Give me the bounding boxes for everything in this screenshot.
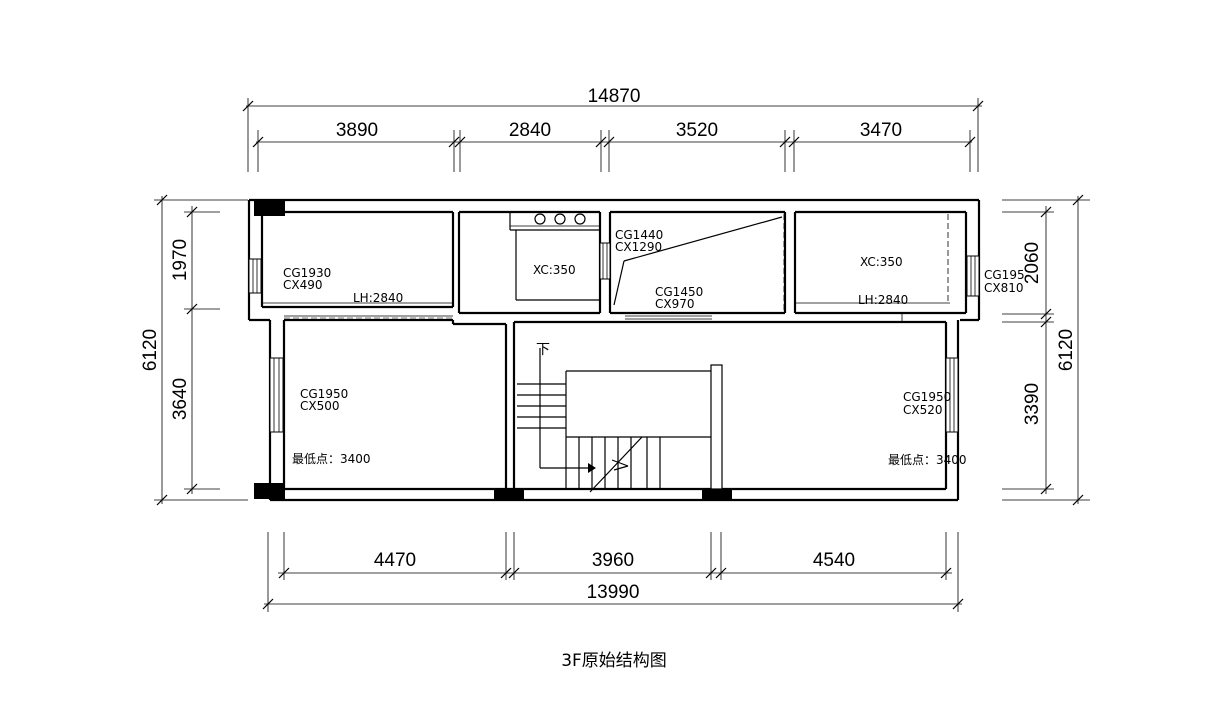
dim-left-seg-2: 3640 bbox=[170, 378, 191, 420]
kitchen-xc: XC:350 bbox=[533, 263, 576, 277]
right-window-cx: CX810 bbox=[984, 281, 1024, 295]
dim-bottom-seg-3: 4540 bbox=[813, 550, 855, 571]
windows bbox=[248, 242, 980, 433]
right-room-lowest: 最低点：3400 bbox=[888, 453, 967, 467]
right-room-cg: CG1950 bbox=[903, 390, 951, 404]
dim-top-total: 14870 bbox=[588, 86, 641, 107]
dim-right-total: 6120 bbox=[1056, 329, 1077, 371]
room-tc-cg2: CG1450 bbox=[655, 285, 703, 299]
dim-right-seg-1: 2060 bbox=[1022, 242, 1043, 284]
dim-right-seg-2: 3390 bbox=[1022, 383, 1043, 425]
room-tr-xc: XC:350 bbox=[860, 255, 903, 269]
room-tl-cg: CG1930 bbox=[283, 266, 331, 280]
dim-top-seg-3: 3520 bbox=[676, 120, 718, 141]
slope-line bbox=[613, 216, 783, 306]
bottom-dimension-lines bbox=[262, 532, 964, 612]
right-window-cg: CG195 bbox=[984, 268, 1025, 282]
dim-top-seg-1: 3890 bbox=[336, 120, 378, 141]
dim-top-seg-2: 2840 bbox=[509, 120, 551, 141]
dim-left-total: 6120 bbox=[140, 329, 161, 371]
room-tc-cx1: CX1290 bbox=[615, 240, 662, 254]
room-tl-lh: LH:2840 bbox=[353, 291, 403, 305]
dim-bottom-total: 13990 bbox=[587, 582, 640, 603]
left-room-cx: CX500 bbox=[300, 399, 340, 413]
dim-bottom-seg-1: 4470 bbox=[374, 550, 416, 571]
drawing-caption: 3F原始结构图 bbox=[561, 651, 667, 671]
walls bbox=[247, 198, 981, 502]
room-tl-cx: CX490 bbox=[283, 278, 323, 292]
dim-left-seg-1: 1970 bbox=[170, 239, 191, 281]
columns bbox=[254, 201, 732, 499]
left-dimension-lines bbox=[154, 194, 248, 506]
left-room-lowest: 最低点：3400 bbox=[292, 452, 371, 466]
stair-down-label: 下 bbox=[536, 342, 550, 358]
right-dimension-lines bbox=[1002, 194, 1090, 506]
beam-lines bbox=[284, 214, 949, 319]
staircase bbox=[517, 348, 723, 493]
kitchen-stove bbox=[509, 212, 600, 301]
top-dimension-lines bbox=[242, 98, 984, 172]
left-room-cg: CG1950 bbox=[300, 387, 348, 401]
right-room-cx: CX520 bbox=[903, 403, 943, 417]
room-tr-lh: LH:2840 bbox=[858, 293, 908, 307]
room-tc-cg1: CG1440 bbox=[615, 228, 663, 242]
room-tc-cx2: CX970 bbox=[655, 297, 695, 311]
dim-top-seg-4: 3470 bbox=[860, 120, 902, 141]
dim-bottom-seg-2: 3960 bbox=[592, 550, 634, 571]
